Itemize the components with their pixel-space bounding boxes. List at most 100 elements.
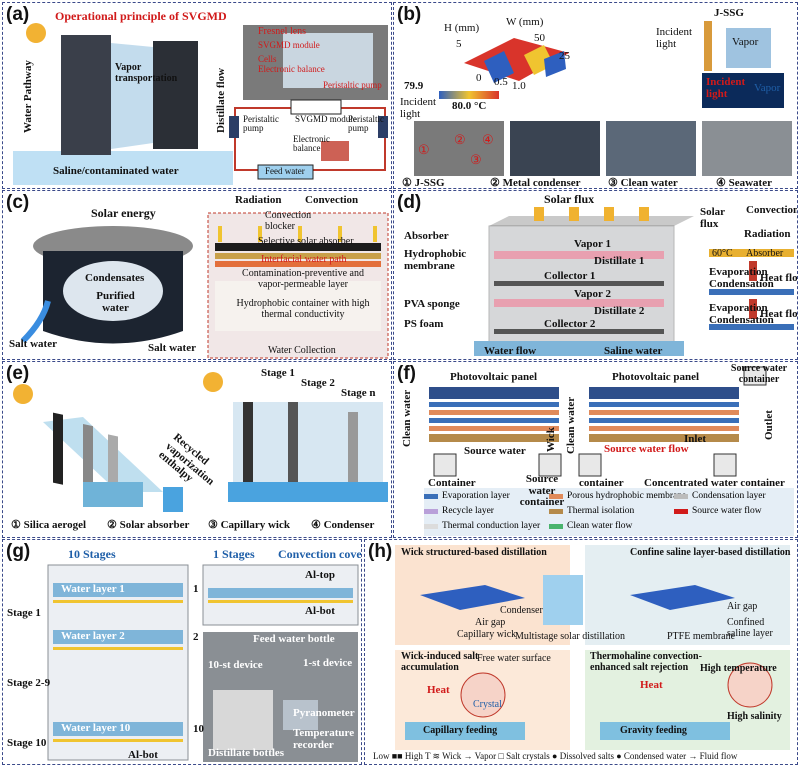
electronic-balance-diagram: Electronic balance [293, 134, 330, 154]
peristaltic-pump-left: Peristaltic pump [243, 114, 279, 134]
wick-label: Wick [545, 427, 557, 452]
clean-water-right: Clean water [565, 396, 577, 454]
gravity-feeding-label: Gravity feeding [620, 725, 687, 736]
convection-label: Convection [746, 204, 798, 216]
legend-label: Evaporation layer [442, 491, 510, 501]
vapor2-label: Vapor 2 [574, 288, 611, 300]
stage-1-label: Stage 1 [261, 367, 295, 379]
panel-c: (c) Solar energy Radiation Convection Co… [2, 190, 392, 360]
panel-a-graphics [13, 23, 388, 185]
legend-swatch [424, 508, 438, 514]
panel-d-label: (d) [397, 192, 422, 213]
legend-swatch [549, 493, 563, 499]
legend-item: Condensation layer [674, 491, 766, 501]
legend-label: Clean water flow [567, 521, 633, 531]
container-label: Container [428, 477, 476, 489]
multistage-label: Multistage solar distillation [515, 631, 625, 642]
legend-swatch [549, 523, 563, 529]
panel-e-label: (e) [6, 363, 30, 384]
panel-d: (d) Solar flux Absorber Hydrophobic memb… [393, 190, 798, 360]
temp-high: 80.0 °C [452, 100, 487, 112]
jssg-label: J-SSG [714, 7, 744, 19]
peristaltic-pump-label: Peristaltic pump [323, 80, 382, 90]
legend-swatch [674, 493, 688, 499]
distillate1-label: Distillate 1 [594, 255, 645, 267]
stage-2-label: Stage 2 [301, 377, 335, 389]
stage-n-label: Stage n [341, 387, 376, 399]
incident-light-label: Incident light [656, 26, 693, 50]
source-water-label: Source water [464, 445, 526, 457]
air-gap-label: Air gap [475, 617, 506, 628]
convection-label: Convection [305, 194, 359, 206]
legend-swatch [549, 508, 563, 514]
ten-stages-label: 10 Stages [68, 547, 116, 561]
al-top-label: Al-top [305, 569, 335, 581]
x-tick-10: 1.0 [512, 80, 526, 92]
panel-f-graphics [424, 366, 794, 536]
vapor-label: Vapor [732, 36, 759, 48]
concentrated-container-label: Concentrated water container [644, 477, 785, 489]
one-stage-label: 1 Stages [213, 547, 255, 561]
distillate2-label: Distillate 2 [594, 305, 645, 317]
legend-label: Recycle layer [442, 506, 494, 516]
panel-b-graphics [414, 21, 792, 176]
legend-jssg: ① J-SSG [402, 177, 445, 189]
num-1: ① [418, 142, 430, 157]
panel-a-title: Operational principle of SVGMD [55, 9, 227, 23]
panel-h-graphics [395, 545, 790, 750]
water-collection-label: Water Collection [268, 345, 336, 356]
w-tick-25: 25 [559, 50, 570, 62]
temp-label: 60°C [712, 248, 733, 259]
peristaltic-pump-right: Peristaltic pump [348, 114, 384, 134]
w-tick-50: 50 [534, 32, 545, 44]
water-pathway-label: Water Pathway [22, 60, 34, 133]
h-axis-label: H (mm) [444, 22, 480, 34]
num-10: 10 [193, 723, 204, 735]
panel-h-label: (h) [368, 541, 393, 562]
saline-water-label: Saline water [604, 345, 663, 357]
salt-water-left: Salt water [9, 338, 57, 350]
panel-c-graphics [20, 212, 389, 359]
heat-flow-label-2: Heat flow [760, 308, 798, 320]
confined-layer-label: Confined saline layer [727, 617, 773, 639]
absorber-right: Absorber [746, 248, 784, 259]
incident-light-red: Incident light [706, 76, 746, 100]
legend-swatch [424, 493, 438, 499]
condensates-label: Condensates [85, 272, 145, 284]
evaporation-label: Evaporation [709, 266, 768, 278]
num-2: ② [454, 132, 466, 147]
collector1-label: Collector 1 [544, 270, 596, 282]
ps-foam-label: PS foam [404, 318, 444, 330]
panel-h-legend: Low ■■ High T ≋ Wick → Vapor □ Salt crys… [373, 751, 738, 761]
temp-low: 79.9 [404, 80, 424, 92]
high-salinity-label: High salinity [727, 711, 782, 722]
panel-g-graphics [47, 564, 359, 762]
panel-a: (a) Operational principle of SVGMD Water… [2, 2, 392, 189]
clean-water-left: Clean water [401, 389, 413, 447]
distillate-flow-label: Distillate flow [215, 67, 227, 133]
solar-energy-label: Solar energy [91, 206, 156, 220]
al-bot-label: Al-bot [305, 605, 335, 617]
fresnel-label: Fresnel lens [258, 26, 307, 37]
legend-item: Porous hydrophobic membrane [549, 491, 686, 501]
source-container-top: Source water container [730, 363, 788, 385]
panel-e: (e) Stage 1 Stage 2 Stage n Recycled vap… [2, 361, 392, 538]
confine-title: Confine saline layer-based distillation [630, 547, 791, 558]
stage-1-label: Stage 1 [7, 607, 41, 619]
legend-swatch [674, 508, 688, 514]
saline-label: Saline/contaminated water [53, 165, 179, 177]
air-gap-label-2: Air gap [727, 601, 758, 612]
legend-item: Recycle layer [424, 506, 494, 516]
outlet-label: Outlet [763, 410, 775, 440]
panel-c-label: (c) [6, 192, 30, 213]
legend-item: Thermal conduction layer [424, 521, 540, 531]
condensation-label: Condensation [709, 278, 774, 290]
x-tick-0: 0 [476, 72, 482, 84]
purified-water-label: Purified water [96, 290, 135, 314]
legend-label: Porous hydrophobic membrane [567, 491, 687, 501]
radiation-label: Radiation [235, 194, 282, 206]
stage-10-label: Stage 10 [7, 737, 47, 749]
panel-f: (f) Photovoltaic panel Photovoltaic pane… [393, 361, 798, 538]
source-container-label: Source water container [519, 473, 565, 509]
source-water-red: Source water flow [604, 443, 689, 455]
